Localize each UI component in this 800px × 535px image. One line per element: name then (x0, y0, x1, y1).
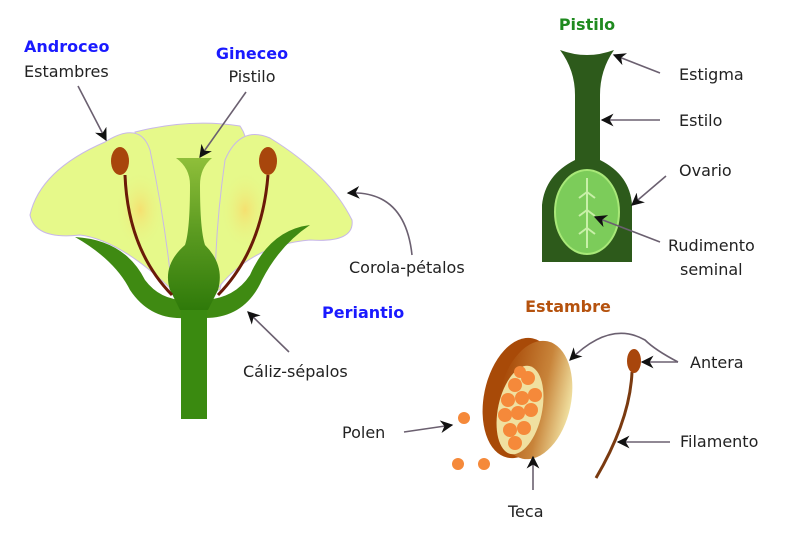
estilo-label: Estilo (679, 111, 722, 130)
rudimento-label-line2: seminal (680, 260, 743, 279)
anther (627, 349, 641, 373)
pollen-grains (452, 366, 542, 470)
stamen-panel-title: Estambre (525, 297, 611, 316)
filament-right (216, 174, 270, 297)
filament (594, 371, 634, 479)
estigma-label: Estigma (679, 65, 744, 84)
sepal-right (205, 225, 310, 318)
stamen-illustration (452, 337, 641, 479)
flower-illustration (29, 122, 353, 419)
pistilo-label: Pistilo (228, 67, 275, 86)
anther-right (259, 147, 277, 175)
periantio-heading: Periantio (322, 303, 404, 322)
antera-label: Antera (690, 353, 744, 372)
rudimento-label-line1: Rudimento (668, 236, 755, 255)
ovario-label: Ovario (679, 161, 732, 180)
anther-left (111, 147, 129, 175)
gineceo-heading: Gineceo (216, 44, 288, 63)
sepal-left (75, 237, 185, 319)
ovule (578, 178, 596, 248)
estambres-label: Estambres (24, 62, 109, 81)
corola-label: Corola-pétalos (349, 258, 465, 277)
polen-label: Polen (342, 423, 385, 442)
pistil-illustration (542, 50, 632, 262)
pistil-panel-title: Pistilo (559, 15, 615, 34)
pistil (167, 158, 220, 310)
caliz-label: Cáliz-sépalos (243, 362, 348, 381)
stem (181, 295, 207, 419)
filamento-label: Filamento (680, 432, 758, 451)
teca-label: Teca (507, 502, 544, 521)
filament-left (123, 174, 174, 297)
androceo-heading: Androceo (24, 37, 109, 56)
